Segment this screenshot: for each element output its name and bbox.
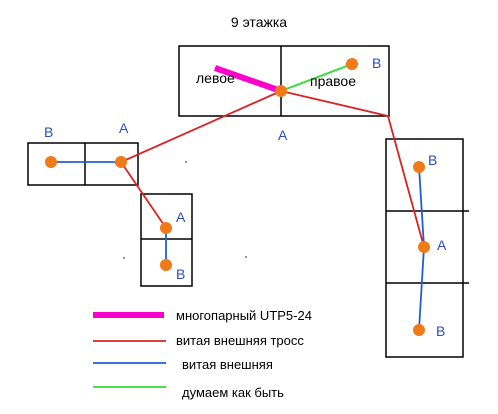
top-building: [178, 45, 390, 117]
node-right-top-b: [413, 161, 425, 173]
legend-label: многопарный UTP5-24: [176, 308, 312, 323]
right-building-box: [385, 138, 464, 358]
stray-dot: [123, 257, 125, 259]
center-a-label: A: [278, 127, 288, 143]
stray-dot: [245, 256, 247, 258]
nodes: [45, 58, 430, 336]
node-center-b: [346, 58, 358, 70]
legend-item: многопарный UTP5-24: [93, 308, 312, 323]
node-left-b: [45, 156, 57, 168]
legend-label: витая внешняя: [182, 357, 273, 372]
diagram-title: 9 этажка: [231, 14, 287, 30]
node-lower-b: [160, 259, 172, 271]
cable-trunk-lower: [120, 161, 167, 229]
node-center-a: [275, 85, 287, 97]
left-side-label: левое: [196, 70, 235, 86]
lower-b-label: B: [176, 266, 185, 282]
center-b-label: B: [372, 55, 381, 71]
legend-item: витая внешняя: [93, 357, 273, 372]
lower-building-box: [140, 193, 193, 287]
node-left-a: [115, 156, 127, 168]
cable-undecided: [280, 63, 353, 92]
stray-dot: [185, 161, 187, 163]
right-top-b-label: B: [428, 152, 437, 168]
node-right-bottom-b: [413, 324, 425, 336]
legend-item: думаем как быть: [93, 385, 284, 400]
right-bottom-b-label: B: [436, 323, 445, 339]
legend-label: думаем как быть: [182, 385, 284, 400]
cable-trunk-left: [120, 90, 282, 163]
legend-label: витая внешняя тросс: [176, 333, 304, 348]
lower-a-label: A: [176, 209, 186, 225]
legend-item: витая внешняя тросс: [93, 333, 304, 348]
legend: многопарный UTP5-24 витая внешняя тросс …: [93, 308, 312, 400]
node-right-mid-a: [418, 241, 430, 253]
left-b-label: B: [44, 124, 53, 140]
right-building: [385, 138, 469, 358]
top-building-box: [178, 45, 390, 117]
cable-trunk-right: [280, 90, 425, 248]
left-a-label: A: [119, 120, 129, 136]
cable-utp5-24: [214, 65, 282, 94]
node-lower-a: [160, 222, 172, 234]
right-mid-a-label: A: [437, 237, 447, 253]
left-building: [27, 142, 139, 186]
left-building-box: [27, 142, 139, 186]
right-side-label: правое: [310, 73, 356, 89]
